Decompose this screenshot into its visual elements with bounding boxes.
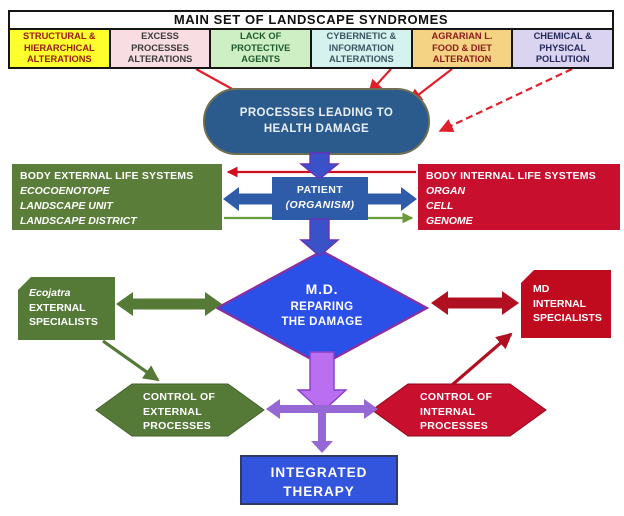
arrow-cross-down-to-therapy xyxy=(311,405,333,453)
arrow-patient-to-md xyxy=(299,218,340,257)
arrow-md-down xyxy=(296,351,348,413)
patient-box: PATIENT (ORGANISM) xyxy=(272,177,368,220)
control-external-label: CONTROL OF EXTERNAL PROCESSES xyxy=(143,391,216,432)
md-internal-specialists-box: MD INTERNAL SPECIALISTS xyxy=(521,270,611,338)
arrow-patient-to-external xyxy=(223,187,274,211)
body-internal-box: BODY INTERNAL LIFE SYSTEMS ORGAN CELL GE… xyxy=(418,164,620,230)
integrated-therapy-box: INTEGRATED THERAPY xyxy=(240,455,398,505)
ecojatra-specialists-box: Ecojatra EXTERNAL SPECIALISTS xyxy=(18,277,115,340)
arrow-cross-left-right xyxy=(266,399,378,419)
md-diamond-label: M.D. REPARING THE DAMAGE xyxy=(281,281,363,328)
arrow-ecojatra-md-double xyxy=(116,292,222,316)
arrow-processes-to-patient xyxy=(299,152,340,180)
body-external-box: BODY EXTERNAL LIFE SYSTEMS ECOCOENOTOPE … xyxy=(12,164,222,230)
arrow-chemical-to-processes-dashed xyxy=(438,68,573,133)
processes-node: PROCESSES LEADING TO HEALTH DAMAGE xyxy=(203,88,430,155)
syndromes-panel: MAIN SET OF LANDSCAPE SYNDROMES STRUCTUR… xyxy=(8,10,614,69)
control-internal-label: CONTROL OF INTERNAL PROCESSES xyxy=(420,391,493,432)
arrow-control-internal-to-md-specialists xyxy=(450,332,513,387)
arrow-md-internal-double xyxy=(431,291,519,315)
page-title: MAIN SET OF LANDSCAPE SYNDROMES xyxy=(10,12,612,30)
arrow-ecojatra-to-control-external xyxy=(102,339,160,382)
arrow-patient-to-internal xyxy=(366,187,417,211)
